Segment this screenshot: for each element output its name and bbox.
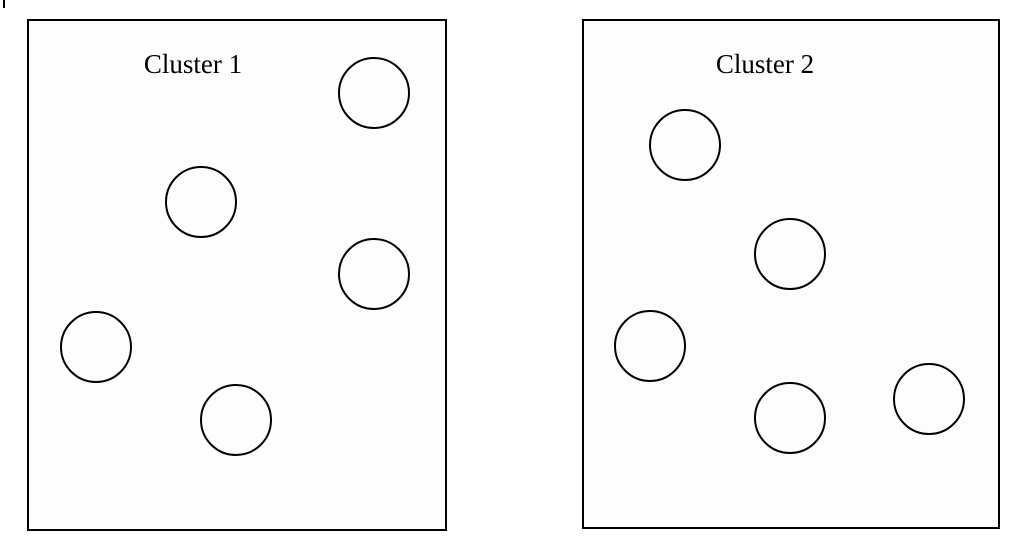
cluster-1-box	[27, 19, 447, 531]
cluster-2-box	[582, 19, 1000, 529]
cluster-1-item	[338, 57, 410, 129]
cluster-2-item	[754, 382, 826, 454]
cluster-2-title: Cluster 2	[716, 49, 814, 79]
cluster-panel-2: Cluster 2	[582, 19, 1000, 529]
cluster-1-item	[165, 166, 237, 238]
cluster-1-title: Cluster 1	[144, 49, 242, 79]
cluster-2-item	[754, 218, 826, 290]
cluster-1-item	[338, 238, 410, 310]
cluster-2-item	[614, 310, 686, 382]
cluster-1-item	[60, 311, 132, 383]
cluster-2-item	[893, 363, 965, 435]
cluster-2-item	[649, 109, 721, 181]
cluster-1-item	[200, 384, 272, 456]
cluster-panel-1: Cluster 1	[27, 19, 447, 531]
